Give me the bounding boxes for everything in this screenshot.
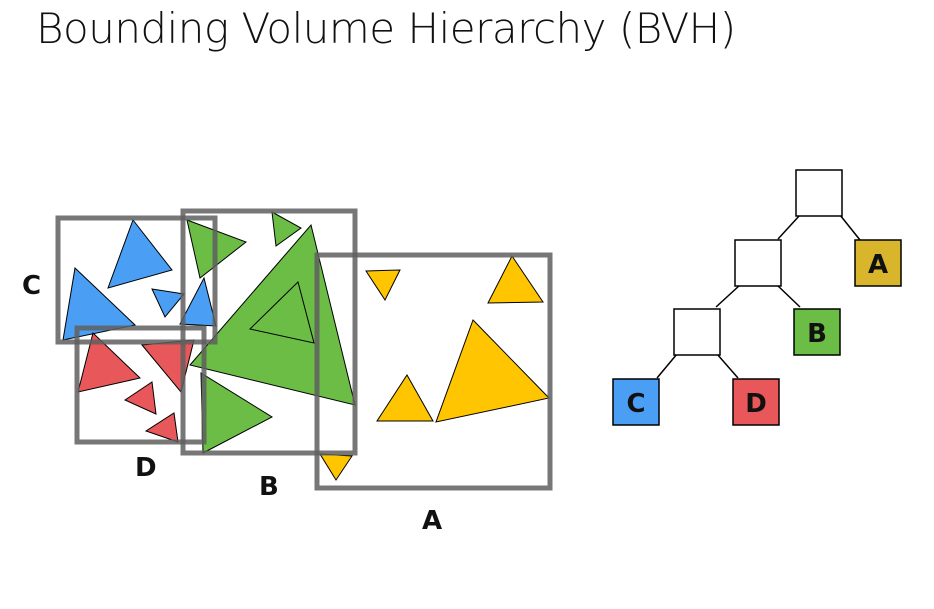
bounding-box-a xyxy=(314,252,553,491)
green-triangle-2 xyxy=(271,211,302,247)
tree-node-mid xyxy=(734,239,782,287)
red-triangle-4 xyxy=(144,412,179,443)
tree-leaf-c-box xyxy=(612,378,660,426)
yellow-triangle-1 xyxy=(365,269,401,302)
tree-edges xyxy=(656,214,861,379)
blue-triangle-4 xyxy=(179,276,217,327)
blue-triangle-3 xyxy=(151,288,185,318)
blue-triangle-1 xyxy=(107,218,173,289)
tree-leaf-a: A xyxy=(854,239,902,287)
region-label-c: C xyxy=(22,271,41,301)
region-label-b: B xyxy=(259,472,279,502)
tree-leaf-b: B xyxy=(793,308,841,356)
tree-leaf-b-box xyxy=(793,308,841,356)
green-triangles xyxy=(186,211,356,454)
blue-triangle-2 xyxy=(62,266,137,341)
yellow-triangle-2 xyxy=(487,255,544,304)
green-triangle-inner xyxy=(248,281,315,344)
region-label-a: A xyxy=(422,506,442,536)
tree-leaf-c: C xyxy=(612,378,660,426)
tree-edge-root-left xyxy=(777,214,801,240)
tree-edge-low-d xyxy=(716,353,739,379)
tree-leaf-b-label: B xyxy=(807,319,827,349)
tree-node-root xyxy=(795,169,843,217)
red-triangle-3 xyxy=(123,381,157,415)
tree-leaf-d: D xyxy=(732,378,780,426)
green-triangle-big xyxy=(189,223,356,406)
tree-leaf-a-box xyxy=(854,239,902,287)
tree-edge-mid-left xyxy=(715,284,741,308)
bounding-boxes xyxy=(55,208,553,491)
red-triangles xyxy=(77,332,195,443)
bounding-box-d xyxy=(74,325,207,445)
bounding-box-c xyxy=(55,215,218,345)
red-triangle-1 xyxy=(77,332,142,393)
tree-leaf-c-label: C xyxy=(626,389,645,419)
region-label-d: D xyxy=(135,453,157,483)
yellow-triangle-4 xyxy=(376,374,434,422)
green-triangle-3 xyxy=(200,372,274,454)
tree-leaf-a-label: A xyxy=(868,250,888,280)
tree-edge-low-c xyxy=(656,353,678,379)
yellow-triangle-5 xyxy=(319,453,353,481)
tree-leaf-d-box xyxy=(732,378,780,426)
tree-edge-root-a xyxy=(839,214,861,241)
yellow-triangle-3 xyxy=(435,319,550,423)
blue-triangles xyxy=(62,218,217,341)
tree-edge-mid-b xyxy=(776,284,801,308)
tree-leaf-d-label: D xyxy=(745,389,767,419)
tree-internal-nodes xyxy=(673,169,843,356)
page-title: Bounding Volume Hierarchy (BVH) xyxy=(36,4,736,53)
tree-node-low xyxy=(673,308,721,356)
bounding-box-b xyxy=(180,208,358,456)
